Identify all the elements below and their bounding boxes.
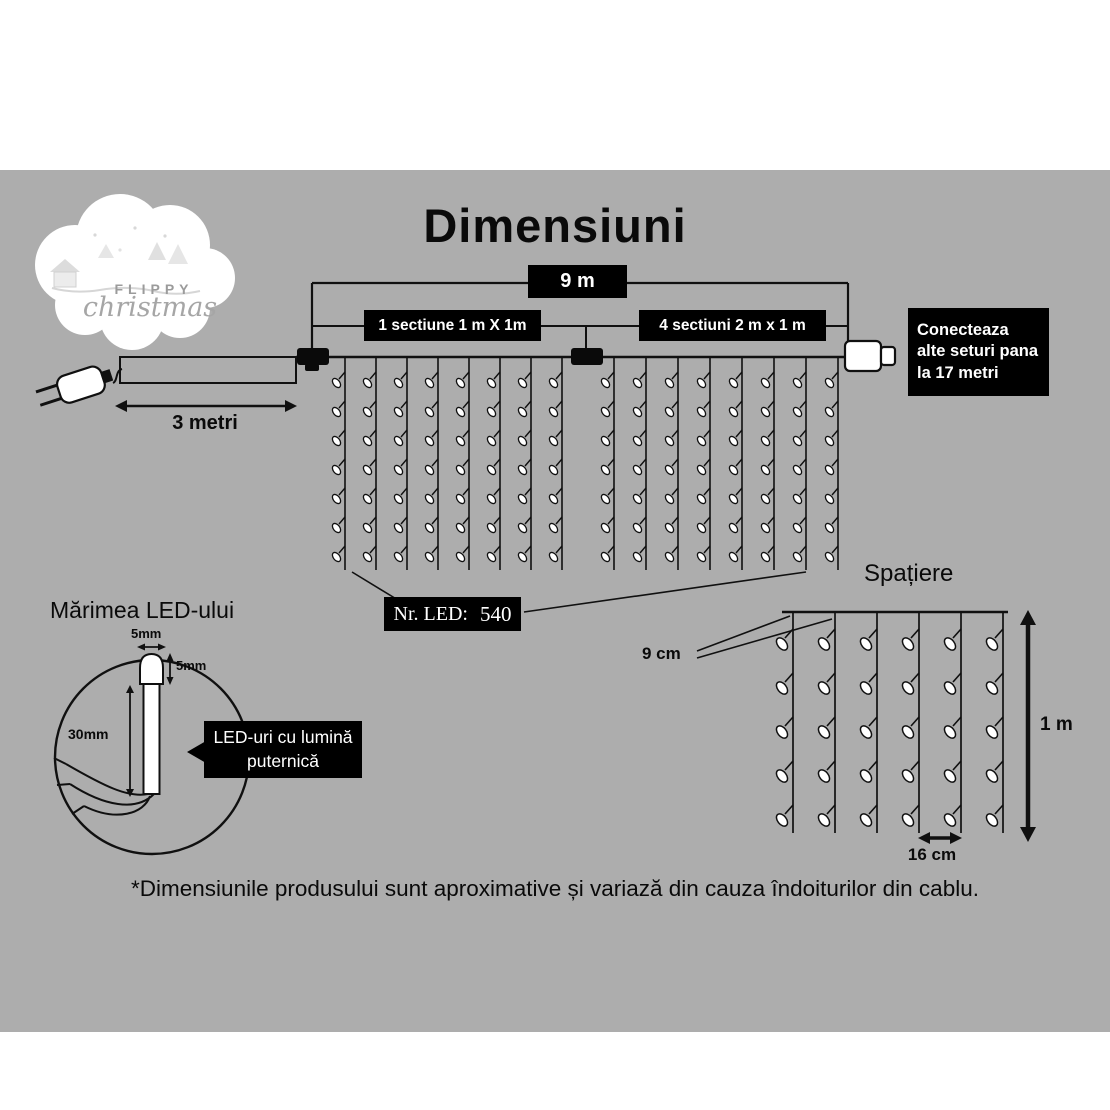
curtain-right	[600, 358, 838, 570]
connector-mid-icon	[571, 348, 603, 365]
spacing-heading: Spațiere	[864, 560, 954, 587]
end-plug-icon	[843, 339, 897, 373]
height-label: 1 m	[1040, 714, 1073, 735]
lead-length-label: 3 metri	[172, 412, 238, 434]
logo-brand-name: FLIPPY	[114, 281, 194, 297]
bottom-gap-arrow	[918, 832, 962, 844]
lead-wire	[119, 356, 297, 384]
led-count-label: Nr. LED:	[393, 602, 468, 625]
plug-cable	[112, 368, 123, 384]
logo-brand-script: christmas	[82, 292, 218, 323]
led-callout-pointer	[187, 741, 206, 763]
bulb-height-label: 5mm	[176, 658, 207, 673]
led-count-badge: Nr. LED: 540	[384, 597, 521, 631]
wire-twist-icon	[53, 757, 155, 816]
led-size-heading: Mărimea LED-ului	[50, 597, 235, 623]
led-callout-badge: LED-uri cu lumină puternică	[204, 721, 362, 778]
section-right-badge: 4 sectiuni 2 m x 1 m	[639, 310, 826, 341]
connector-left-icon	[297, 348, 329, 371]
top-gap-pointer-lines	[696, 615, 833, 659]
section-left-badge: 1 sectiune 1 m X 1m	[364, 310, 541, 341]
spacing-curtain	[774, 613, 1003, 833]
bottom-gap-label: 16 cm	[907, 845, 957, 864]
connect-note-badge: Conecteaza alte seturi pana la 17 metri	[908, 308, 1049, 396]
led-count-pointer-lines	[351, 571, 807, 613]
body-length-label: 30mm	[68, 726, 109, 742]
logo-winter-scene-icon	[50, 226, 201, 295]
led-count-value: 540	[479, 601, 512, 626]
logo-cloud	[35, 194, 235, 350]
height-arrow	[1020, 610, 1036, 842]
led-lamp-icon	[139, 652, 164, 795]
total-length-badge: 9 m	[528, 265, 627, 298]
curtain-left	[331, 358, 562, 570]
disclaimer-note: *Dimensiunile produsului sunt aproximati…	[131, 876, 979, 901]
bulb-width-label: 5mm	[131, 626, 162, 641]
page-title: Dimensiuni	[423, 199, 687, 252]
top-gap-label: 9 cm	[642, 644, 681, 663]
power-plug-icon	[35, 365, 114, 407]
lead-arrow	[115, 400, 297, 412]
